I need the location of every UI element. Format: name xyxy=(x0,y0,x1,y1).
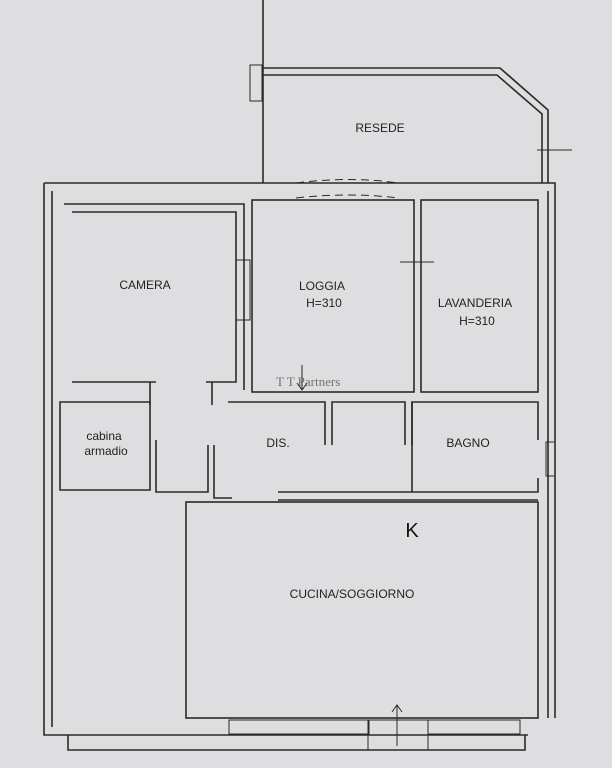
outer-walls xyxy=(43,182,556,751)
label-resede: RESEDE xyxy=(355,121,404,135)
label-cabina: cabina xyxy=(86,429,122,443)
loggia-walls xyxy=(251,179,434,393)
label-bagno: BAGNO xyxy=(446,436,489,450)
label-camera: CAMERA xyxy=(119,278,170,292)
label-lavanderia: LAVANDERIA xyxy=(438,296,512,310)
label-loggia-height: H=310 xyxy=(306,296,342,310)
label-dis: DIS. xyxy=(266,436,289,450)
label-lavanderia-height: H=310 xyxy=(459,314,495,328)
middle-walls xyxy=(59,401,539,501)
resede-outline xyxy=(249,0,572,183)
label-loggia: LOGGIA xyxy=(299,279,345,293)
cucina-walls xyxy=(185,501,539,719)
label-cucina: CUCINA/SOGGIORNO xyxy=(290,587,415,601)
lavanderia-walls xyxy=(420,199,539,393)
camera-walls xyxy=(64,203,251,405)
logo-watermark: T T Partners xyxy=(276,374,340,389)
label-armadio: armadio xyxy=(84,444,128,458)
label-kitchen-mark: K xyxy=(405,520,419,542)
